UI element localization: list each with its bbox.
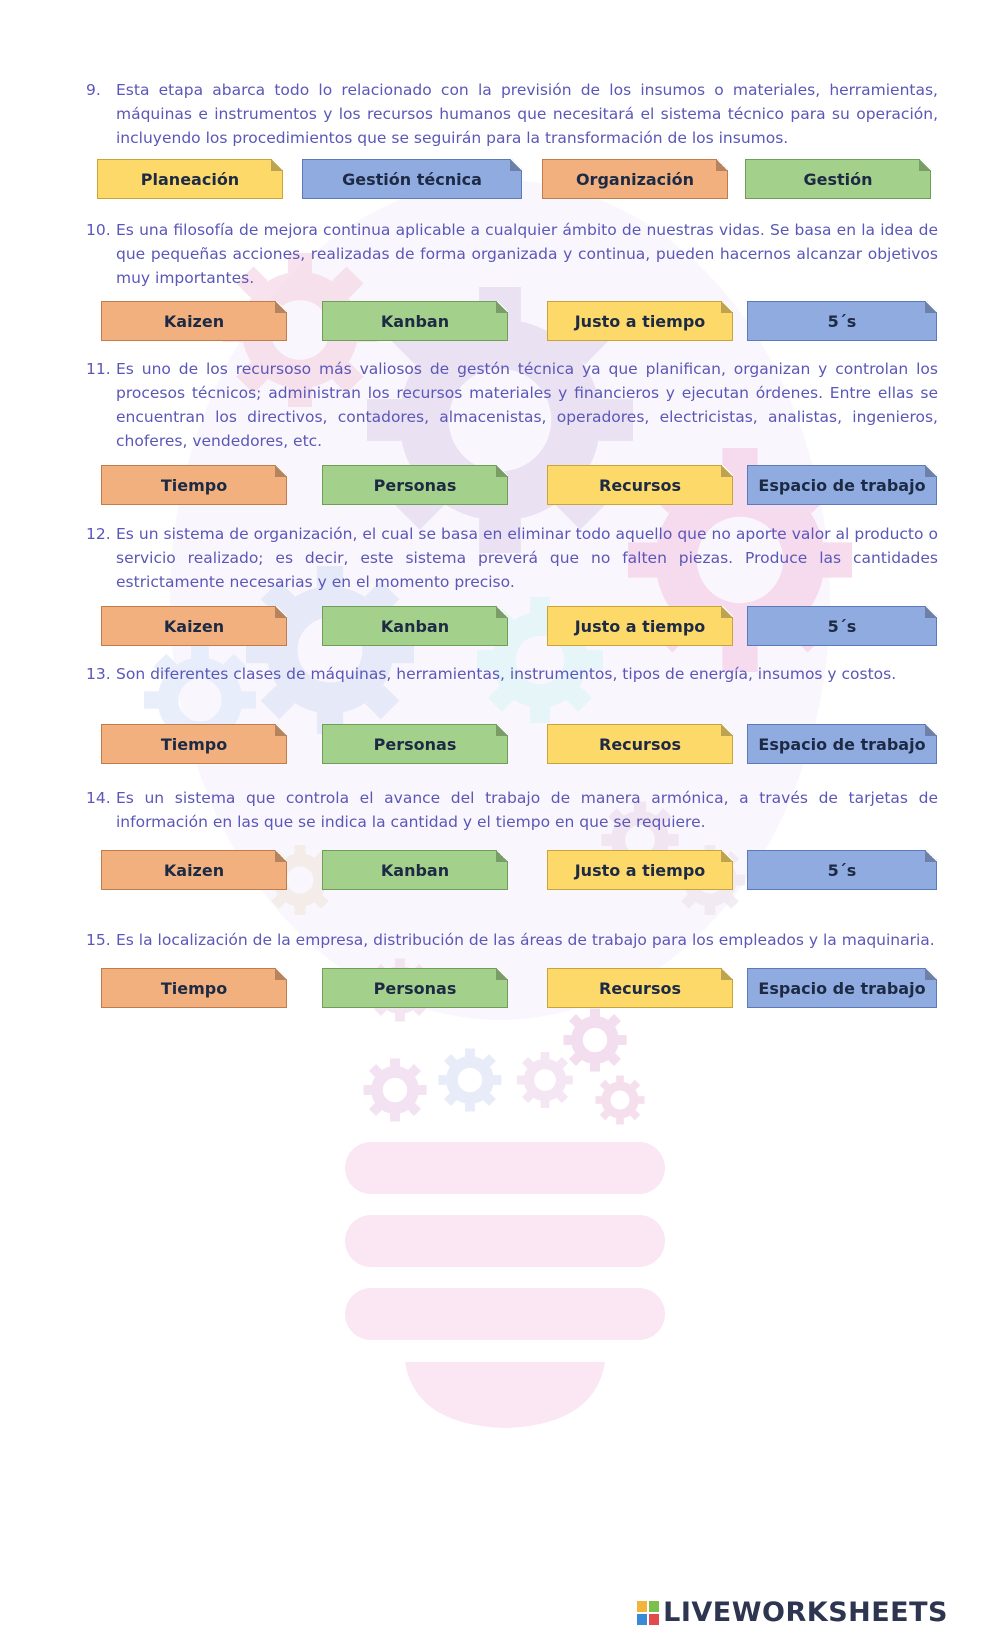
question-15: 15. Es la localización de la empresa, di… — [86, 928, 938, 952]
option-justo-a-tiempo[interactable]: Justo a tiempo — [547, 301, 733, 341]
question-number: 13. — [86, 665, 111, 683]
question-11: 11. Es uno de los recursoso más valiosos… — [86, 357, 938, 453]
question-13: 13. Son diferentes clases de máquinas, h… — [86, 662, 938, 686]
option-personas[interactable]: Personas — [322, 465, 508, 505]
option-5s[interactable]: 5´s — [747, 301, 937, 341]
option-espacio-de-trabajo[interactable]: Espacio de trabajo — [747, 724, 937, 764]
option-kanban[interactable]: Kanban — [322, 850, 508, 890]
question-number: 10. — [86, 221, 111, 239]
option-justo-a-tiempo[interactable]: Justo a tiempo — [547, 606, 733, 646]
option-kanban[interactable]: Kanban — [322, 606, 508, 646]
question-text: Son diferentes clases de máquinas, herra… — [116, 665, 897, 683]
question-text: Es un sistema que controla el avance del… — [116, 789, 938, 831]
option-organizacion[interactable]: Organización — [542, 159, 728, 199]
question-9: 9. Esta etapa abarca todo lo relacionado… — [86, 78, 938, 150]
question-text: Es un sistema de organización, el cual s… — [116, 525, 938, 591]
question-number: 11. — [86, 360, 111, 378]
question-text: Es una filosofía de mejora continua apli… — [116, 221, 938, 287]
option-espacio-de-trabajo[interactable]: Espacio de trabajo — [747, 968, 937, 1008]
option-justo-a-tiempo[interactable]: Justo a tiempo — [547, 850, 733, 890]
question-text: Es la localización de la empresa, distri… — [116, 931, 935, 949]
option-kaizen[interactable]: Kaizen — [101, 301, 287, 341]
option-kaizen[interactable]: Kaizen — [101, 606, 287, 646]
question-number: 14. — [86, 789, 111, 807]
option-tiempo[interactable]: Tiempo — [101, 465, 287, 505]
question-10: 10. Es una filosofía de mejora continua … — [86, 218, 938, 290]
option-espacio-de-trabajo[interactable]: Espacio de trabajo — [747, 465, 937, 505]
question-12: 12. Es un sistema de organización, el cu… — [86, 522, 938, 594]
liveworksheets-logo: LIVEWORKSHEETS — [637, 1597, 948, 1628]
option-recursos[interactable]: Recursos — [547, 465, 733, 505]
option-5s[interactable]: 5´s — [747, 606, 937, 646]
question-14: 14. Es un sistema que controla el avance… — [86, 786, 938, 834]
option-kanban[interactable]: Kanban — [322, 301, 508, 341]
option-gestion[interactable]: Gestión — [745, 159, 931, 199]
brand-wordmark: LIVEWORKSHEETS — [663, 1597, 948, 1628]
option-tiempo[interactable]: Tiempo — [101, 724, 287, 764]
question-number: 9. — [86, 81, 101, 99]
liveworksheets-logo-icon — [637, 1600, 660, 1625]
option-recursos[interactable]: Recursos — [547, 724, 733, 764]
question-text: Es uno de los recursoso más valiosos de … — [116, 360, 938, 450]
option-personas[interactable]: Personas — [322, 968, 508, 1008]
option-recursos[interactable]: Recursos — [547, 968, 733, 1008]
option-kaizen[interactable]: Kaizen — [101, 850, 287, 890]
option-planeacion[interactable]: Planeación — [97, 159, 283, 199]
option-gestion-tecnica[interactable]: Gestión técnica — [302, 159, 522, 199]
question-number: 15. — [86, 931, 111, 949]
option-personas[interactable]: Personas — [322, 724, 508, 764]
option-tiempo[interactable]: Tiempo — [101, 968, 287, 1008]
question-text: Esta etapa abarca todo lo relacionado co… — [116, 81, 938, 147]
option-5s[interactable]: 5´s — [747, 850, 937, 890]
question-number: 12. — [86, 525, 111, 543]
